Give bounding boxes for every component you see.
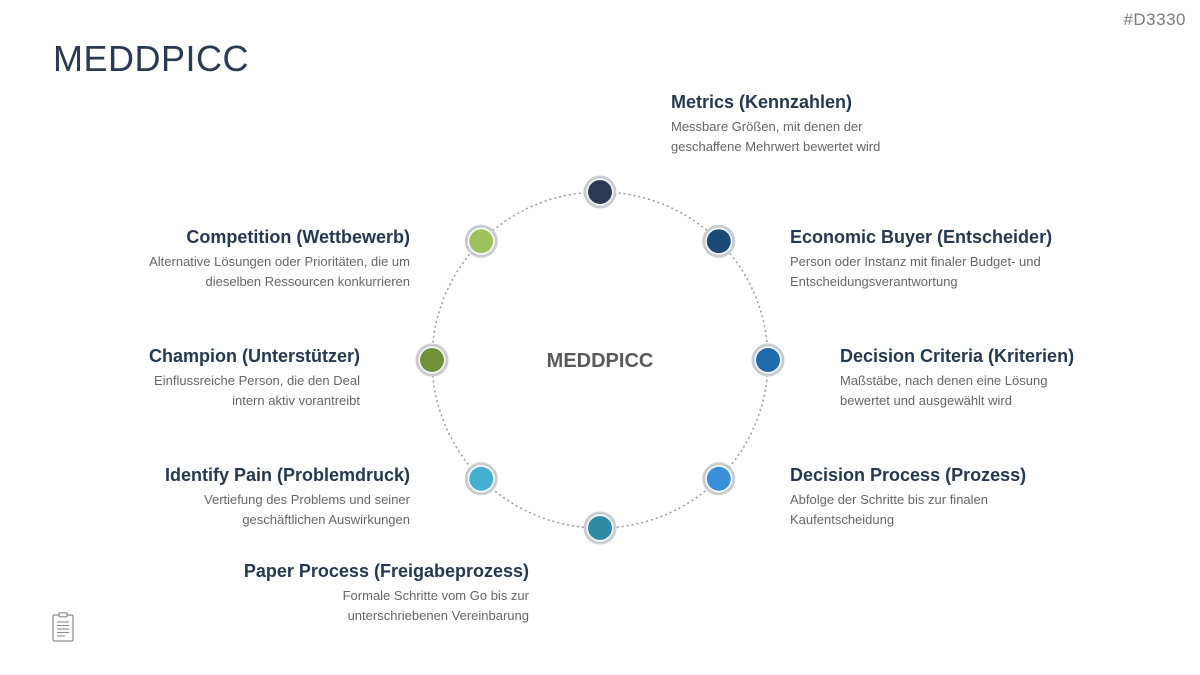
slide-id: #D3330 — [1123, 10, 1186, 29]
node-paper-process — [588, 516, 612, 540]
item-decision-process: Decision Process (Prozess) Abfolge der S… — [790, 464, 1090, 529]
center-label: MEDDPICC — [547, 350, 654, 372]
item-economic-buyer-title: Economic Buyer (Entscheider) — [790, 227, 1053, 247]
item-identify-pain-title: Identify Pain (Problemdruck) — [164, 465, 410, 485]
item-economic-buyer-description: Person oder Instanz mit finaler Budget- … — [790, 254, 1041, 289]
item-decision-criteria-title: Decision Criteria (Kriterien) — [840, 346, 1075, 366]
item-economic-buyer: Economic Buyer (Entscheider) Person oder… — [790, 226, 1090, 291]
item-decision-process-title: Decision Process (Prozess) — [790, 465, 1027, 485]
item-metrics-description: Messbare Größen, mit denen der geschaffe… — [671, 119, 881, 154]
clipboard-icon — [52, 612, 74, 642]
item-metrics: Metrics (Kennzahlen) Messbare Größen, mi… — [671, 91, 971, 156]
node-decision-process — [706, 466, 731, 491]
item-identify-pain-description: Vertiefung des Problems und seiner gesch… — [204, 492, 410, 527]
node-champion — [420, 348, 444, 372]
item-decision-criteria: Decision Criteria (Kriterien) Maßstäbe, … — [840, 345, 1140, 410]
item-competition-description: Alternative Lösungen oder Prioritäten, d… — [149, 254, 410, 289]
node-economic-buyer — [706, 229, 731, 254]
item-paper-process: Paper Process (Freigabeprozess) Formale … — [229, 560, 529, 625]
item-competition-title: Competition (Wettbewerb) — [186, 227, 410, 247]
item-decision-criteria-description: Maßstäbe, nach denen eine Lösung bewerte… — [840, 373, 1048, 408]
item-champion-title: Champion (Unterstützer) — [149, 346, 360, 366]
item-paper-process-title: Paper Process (Freigabeprozess) — [243, 561, 529, 581]
node-decision-criteria — [756, 348, 780, 372]
node-identify-pain — [469, 466, 494, 491]
item-metrics-title: Metrics (Kennzahlen) — [671, 92, 853, 112]
item-identify-pain: Identify Pain (Problemdruck) Vertiefung … — [110, 464, 410, 529]
slide-title: MEDDPICC — [53, 38, 250, 79]
item-competition: Competition (Wettbewerb) Alternative Lös… — [110, 226, 410, 291]
node-competition — [469, 229, 494, 254]
item-champion-description: Einflussreiche Person, die den Deal inte… — [154, 373, 360, 408]
node-metrics — [588, 180, 612, 204]
item-paper-process-description: Formale Schritte vom Go bis zur untersch… — [342, 588, 529, 623]
cycle-nodes — [415, 175, 785, 545]
item-decision-process-description: Abfolge der Schritte bis zur finalen Kau… — [790, 492, 988, 527]
item-champion: Champion (Unterstützer) Einflussreiche P… — [60, 345, 360, 410]
